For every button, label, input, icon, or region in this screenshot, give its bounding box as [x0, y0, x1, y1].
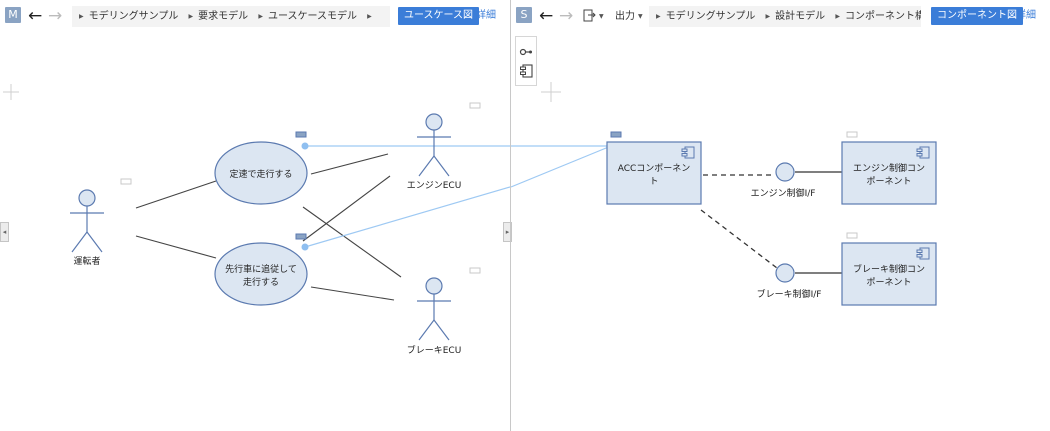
trace-links — [304, 145, 510, 248]
trace-endpoint[interactable] — [301, 243, 309, 251]
stereotype-marker[interactable] — [610, 131, 622, 138]
breadcrumb-separator-icon: ▶ — [188, 13, 194, 20]
association-line — [310, 153, 389, 175]
pane-divider[interactable] — [510, 0, 511, 431]
crosshair-icon — [3, 84, 19, 100]
diagram-type-button[interactable]: コンポーネント図 — [931, 7, 1023, 25]
stereotype-marker[interactable] — [469, 267, 481, 274]
usecase-cruise[interactable]: 定速で走行する — [214, 141, 308, 205]
association-line — [310, 286, 395, 301]
forward-arrow-icon[interactable]: → — [559, 6, 574, 26]
trace-endpoint[interactable] — [301, 142, 309, 150]
usecase-toolbar: M ← → ▶ モデリングサンプル ▶ 要求モデル ▶ ユースケースモデル ▶ ユース… — [0, 5, 510, 29]
interface-label: ブレーキ制御I/F — [757, 288, 822, 300]
breadcrumb-item[interactable]: ユースケースモデル — [267, 11, 357, 22]
breadcrumb: ▶モデリングサンプル ▶設計モデル ▶コンポーネント構造モデル ▶ — [649, 6, 921, 27]
tool-palette — [515, 36, 537, 86]
breadcrumb-separator-icon: ▶ — [258, 13, 263, 20]
breadcrumb-item[interactable]: モデリングサンプル — [88, 11, 179, 22]
usecase-label: 先行車に追従して — [225, 263, 297, 275]
chevron-down-icon: ▼ — [638, 13, 643, 20]
actor-label: ブレーキECU — [407, 344, 462, 356]
association-line — [302, 175, 391, 242]
component-label: エンジン制御コン — [853, 162, 925, 174]
component-label: ACCコンポーネン — [618, 163, 691, 174]
crosshair-icon — [541, 82, 561, 102]
stereotype-marker[interactable] — [469, 102, 481, 109]
stereotype-marker[interactable] — [846, 131, 858, 138]
model-badge[interactable]: S — [516, 7, 532, 23]
component-label: ポーネント — [866, 176, 911, 187]
output-menu[interactable]: 出力▼ — [615, 6, 643, 27]
output-label: 出力 — [615, 11, 635, 22]
back-arrow-icon[interactable]: ← — [539, 6, 554, 26]
association-line — [135, 180, 217, 209]
actor-engine-ecu[interactable] — [417, 113, 451, 177]
breadcrumb-separator-icon: ▶ — [835, 13, 840, 20]
component-toolbar: S ← → ▼ 出力▼ ▶モデリングサンプル ▶設計モデル ▶コンポーネント構造… — [511, 5, 1050, 29]
breadcrumb-item[interactable]: モデリングサンプル — [665, 11, 756, 22]
component-diagram-canvas[interactable]: ACCコンポーネン ト エンジン制御I/F ブレーキ制御I/F エンジン制御コン… — [511, 0, 1050, 431]
diagram-type-button[interactable]: ユースケース図 — [398, 7, 479, 25]
detail-link[interactable]: 詳細 — [1016, 10, 1036, 21]
component-icon — [916, 146, 930, 159]
trace-links — [511, 145, 612, 188]
actor-brake-ecu[interactable] — [417, 277, 451, 341]
collapse-right-handle[interactable]: ▸ — [503, 222, 512, 242]
component-icon — [681, 146, 695, 159]
back-arrow-icon[interactable]: ← — [28, 6, 43, 26]
actor-label: 運転者 — [73, 256, 100, 267]
interface-lines — [795, 171, 842, 274]
association-line — [135, 235, 217, 259]
breadcrumb-separator-icon: ▶ — [765, 13, 771, 20]
interface-engine[interactable] — [775, 162, 795, 182]
stereotype-marker[interactable] — [846, 232, 858, 239]
connector-icon[interactable] — [519, 45, 533, 59]
usecase-label: 定速で走行する — [229, 168, 292, 180]
usecase-diagram-canvas[interactable]: 運転者 エンジンECU ブレーキECU 定速で走行する — [0, 0, 510, 431]
component-icon[interactable] — [519, 64, 533, 78]
stereotype-marker[interactable] — [295, 131, 307, 138]
dependency-line — [700, 209, 778, 269]
component-label: ブレーキ制御コン — [853, 263, 925, 275]
chevron-down-icon: ▼ — [599, 13, 604, 20]
association-lines — [135, 153, 402, 301]
export-icon — [583, 9, 596, 22]
usecase-follow[interactable]: 先行車に追従して 走行する — [214, 242, 308, 306]
stereotype-marker[interactable] — [120, 178, 132, 185]
dependency-lines — [700, 174, 778, 269]
interface-label: エンジン制御I/F — [751, 187, 816, 199]
breadcrumb-item[interactable]: 設計モデル — [775, 11, 826, 22]
stereotype-marker[interactable] — [295, 233, 307, 240]
forward-arrow-icon[interactable]: → — [48, 6, 63, 26]
component-label: ポーネント — [866, 277, 911, 288]
component-icon — [916, 247, 930, 260]
component-label: ト — [649, 177, 658, 187]
breadcrumb: ▶ モデリングサンプル ▶ 要求モデル ▶ ユースケースモデル ▶ — [72, 6, 390, 27]
breadcrumb-separator-icon: ▶ — [79, 13, 84, 20]
actor-driver[interactable] — [70, 189, 104, 253]
breadcrumb-separator-icon: ▶ — [367, 13, 372, 20]
breadcrumb-item[interactable]: 要求モデル — [198, 11, 249, 22]
trace-link — [511, 145, 612, 188]
breadcrumb-separator-icon: ▶ — [656, 13, 661, 20]
usecase-pane: M ← → ▶ モデリングサンプル ▶ 要求モデル ▶ ユースケースモデル ▶ ユース… — [0, 0, 512, 431]
actor-label: エンジンECU — [407, 181, 462, 191]
component-pane: S ← → ▼ 出力▼ ▶モデリングサンプル ▶設計モデル ▶コンポーネント構造… — [511, 0, 1050, 431]
interface-brake[interactable] — [775, 263, 795, 283]
detail-link[interactable]: 詳細 — [476, 10, 496, 21]
association-line — [302, 206, 402, 278]
trace-link — [304, 186, 510, 248]
export-dropdown[interactable]: ▼ — [583, 6, 604, 27]
breadcrumb-item[interactable]: コンポーネント構造モデル — [844, 11, 921, 22]
collapse-left-handle[interactable]: ◂ — [0, 222, 9, 242]
model-badge[interactable]: M — [5, 7, 21, 23]
usecase-label: 走行する — [243, 276, 279, 288]
